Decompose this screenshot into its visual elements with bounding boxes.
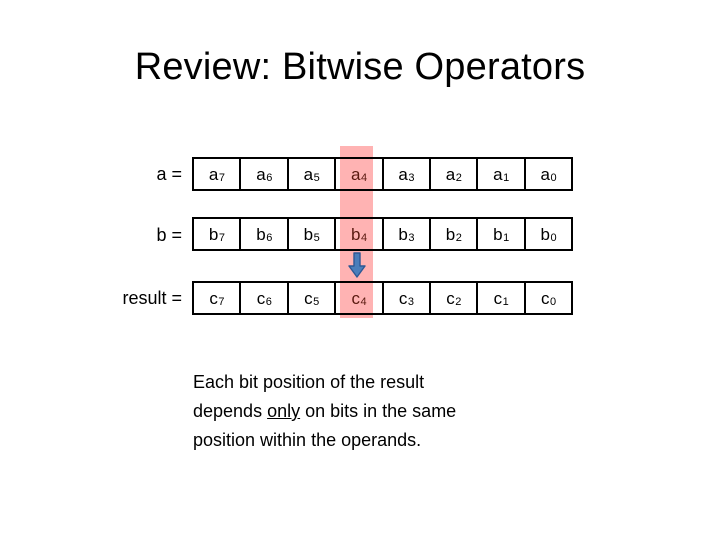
bit-base: a — [398, 164, 408, 184]
bit-subscript: 4 — [360, 295, 367, 308]
bit-base: c — [541, 288, 550, 308]
bit-subscript: 0 — [550, 295, 557, 308]
down-arrow-icon — [348, 252, 366, 278]
bit-base: a — [445, 164, 456, 184]
bit-subscript: 7 — [218, 231, 225, 244]
bit-base: a — [540, 164, 550, 184]
bit-subscript: 2 — [455, 231, 462, 244]
page-title: Review: Bitwise Operators — [134, 46, 586, 88]
bit-base: a — [208, 164, 219, 184]
caption-line-2-before: depends — [193, 401, 268, 421]
bit-subscript: 2 — [455, 295, 462, 308]
bit-subscript: 1 — [503, 171, 510, 184]
bit-base: b — [398, 224, 408, 244]
bit-position-highlight-band — [340, 146, 373, 318]
bit-base: c — [446, 288, 455, 308]
bit-base: c — [493, 288, 503, 308]
bit-subscript: 5 — [313, 231, 320, 244]
bit-subscript: 5 — [313, 171, 320, 184]
bit-base: b — [256, 224, 266, 244]
bit-base: c — [351, 288, 361, 308]
bit-subscript: 3 — [407, 295, 414, 308]
caption-text: Each bit position of the result depends … — [193, 368, 593, 455]
bit-base: a — [303, 164, 314, 184]
bit-subscript: 6 — [266, 171, 273, 184]
bit-subscript: 0 — [550, 231, 557, 244]
bit-subscript: 0 — [550, 171, 557, 184]
bit-base: c — [304, 288, 313, 308]
bit-base: b — [351, 224, 361, 244]
caption-line-2-after: on bits in the same — [300, 401, 457, 421]
caption-line-1: Each bit position of the result — [193, 372, 425, 392]
bit-base: b — [208, 224, 219, 244]
bit-base: c — [256, 288, 266, 308]
bit-base: a — [351, 164, 361, 184]
bit-subscript: 7 — [218, 295, 225, 308]
row-label-b: b = — [156, 225, 182, 245]
caption-line-3: position within the operands. — [193, 430, 422, 450]
bit-subscript: 6 — [266, 231, 273, 244]
bit-subscript: 4 — [360, 231, 368, 244]
bit-base: a — [256, 164, 266, 184]
bit-subscript: 1 — [503, 231, 510, 244]
bit-base: b — [493, 224, 503, 244]
bit-base: c — [209, 288, 218, 308]
row-label-result: result = — [122, 288, 182, 308]
row-label-a: a = — [156, 164, 182, 184]
bit-base: c — [398, 288, 408, 308]
bit-subscript: 3 — [408, 171, 415, 184]
caption-emphasis-only: only — [267, 401, 301, 421]
caption-line-2: depends only on bits in the same — [193, 397, 593, 426]
bit-subscript: 6 — [265, 295, 272, 308]
bit-subscript: 4 — [360, 171, 368, 184]
bit-subscript: 3 — [408, 231, 415, 244]
bit-subscript: 2 — [455, 171, 462, 184]
bit-base: b — [303, 224, 314, 244]
bit-subscript: 1 — [502, 295, 509, 308]
bit-base: b — [445, 224, 456, 244]
bit-base: a — [493, 164, 503, 184]
bit-base: b — [540, 224, 550, 244]
bit-subscript: 5 — [313, 295, 320, 308]
bit-subscript: 7 — [218, 171, 225, 184]
